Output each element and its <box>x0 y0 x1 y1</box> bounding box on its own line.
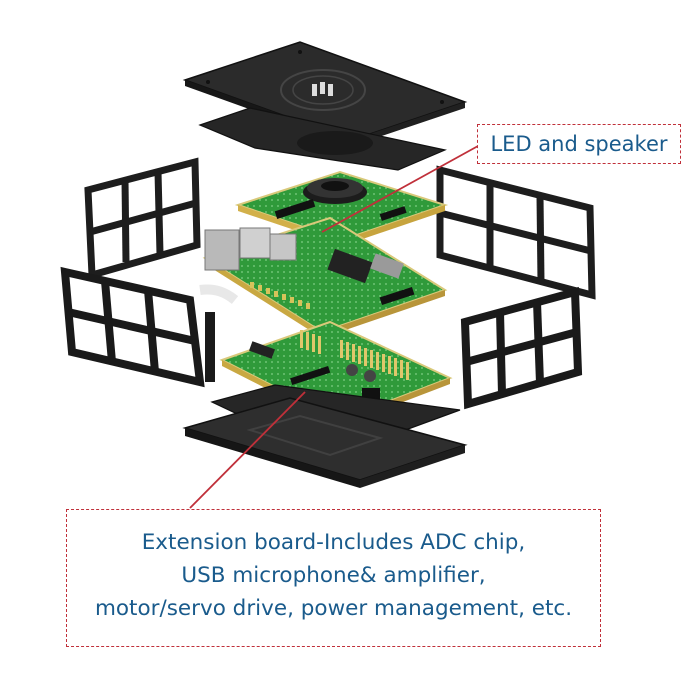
gpio-header <box>250 282 310 309</box>
extension-leader-line <box>189 391 306 509</box>
led-leader-line <box>321 145 479 233</box>
main-compute-board <box>199 216 448 338</box>
speaker-mount-plate <box>198 107 447 171</box>
ethernet-usb-ports <box>204 227 297 271</box>
led-speaker-callout: LED and speaker <box>477 124 681 164</box>
extension-label-line-3: motor/servo drive, power management, etc… <box>94 596 573 621</box>
extension-label-line-2: USB microphone& amplifier, <box>181 563 486 588</box>
pin-headers <box>300 330 409 380</box>
extension-board-callout: Extension board-Includes ADC chip, USB m… <box>66 509 601 647</box>
speaker-icon <box>303 178 367 204</box>
right-front-frame <box>460 286 583 410</box>
left-front-frame <box>60 266 215 388</box>
right-back-frame <box>436 165 596 300</box>
base-plate <box>182 397 468 488</box>
led-speaker-label: LED and speaker <box>490 132 668 156</box>
left-back-frame <box>84 157 201 280</box>
logo-mark <box>312 82 333 96</box>
extension-label-line-1: Extension board-Includes ADC chip, <box>141 530 526 555</box>
